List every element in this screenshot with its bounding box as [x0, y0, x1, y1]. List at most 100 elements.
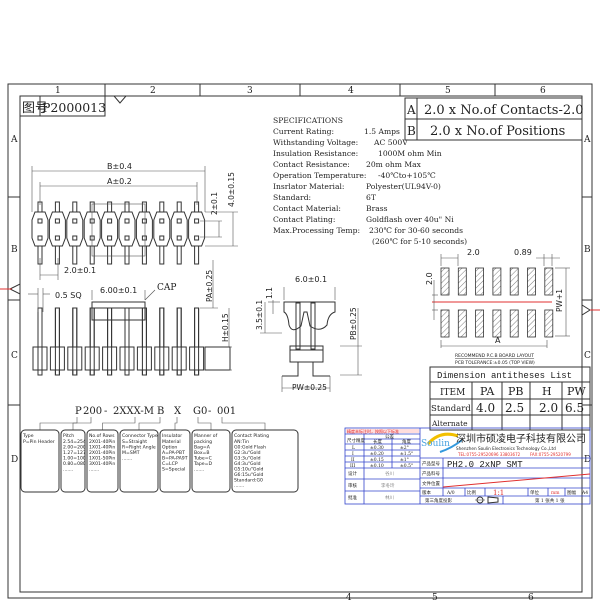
pcb-pad — [509, 309, 519, 338]
contact — [124, 235, 130, 241]
pin-outline — [194, 307, 200, 376]
drawing-number-label: 图号 — [22, 101, 48, 116]
specs-title: SPECIFICATIONS — [273, 116, 343, 125]
grid-row-label: C — [11, 351, 18, 361]
contact — [37, 235, 43, 241]
part-number-box — [159, 429, 191, 493]
contact — [37, 218, 43, 224]
pcb-dim-pad: 0.89 — [514, 248, 532, 257]
leader-line — [72, 417, 92, 430]
pin-housing — [84, 346, 100, 371]
part-number-option: 2X01-40Pin — [89, 439, 115, 445]
top-view: B±0.4 A±0.2 2.0±0.1 2±0.1 4.0±0.15 — [31, 162, 238, 280]
centering-mark-left — [8, 283, 21, 295]
logo-text: Soulin — [421, 439, 450, 449]
product-label: 产品型号 — [422, 460, 440, 467]
grid-col-label: 1 — [55, 86, 61, 96]
part-number-box-title: Connector Type — [122, 433, 158, 439]
pin-housing — [66, 211, 84, 247]
pin-housing — [49, 346, 65, 371]
pcb-pad — [544, 267, 554, 296]
spec-value: 1.5 Amps — [364, 127, 400, 136]
third-angle-projection-icon — [475, 496, 499, 504]
part-number-box-title: No.of Rows — [89, 433, 115, 439]
pin-housing — [118, 211, 136, 247]
dim-row-label: 2±0.1 — [210, 192, 219, 215]
grid-col-label: 3 — [247, 86, 253, 96]
part-number-segment: G0 — [193, 406, 207, 417]
contact — [159, 218, 165, 224]
part-number-option: G4:3u"Gold — [234, 461, 261, 467]
part-number-option: A=PA-PBT — [162, 450, 185, 456]
grid-row-label: D — [584, 455, 591, 465]
tolerance-cell: ±0.20 — [370, 451, 384, 457]
part-number-option: ....... — [63, 468, 73, 473]
pcb-pad — [509, 267, 519, 296]
grid-col-label: 4 — [348, 86, 354, 96]
spec-key: Contact Material: — [273, 204, 341, 213]
spec-key: Operation Temperature: — [273, 171, 366, 180]
contact — [159, 235, 165, 241]
product-name: PH2.0 2xNP SMT — [447, 460, 523, 470]
spec-value: Polyester(UL94V-0) — [366, 182, 441, 191]
title-block: 精度未标注时，按照以下标准 尺寸精度公差长度角度 L±0.30±2° I±0.2… — [344, 427, 591, 505]
part-number-option: 0.80=080 — [63, 461, 86, 467]
sign-label: 设计 — [348, 470, 357, 477]
part-number-option: Standard:G0 — [234, 478, 263, 484]
contact — [176, 235, 182, 241]
part-number-option: C=LCP — [162, 461, 178, 467]
grid-row-label: B — [11, 245, 18, 255]
tolerance-cell: ±0.5° — [400, 463, 413, 469]
spec-key: Standard: — [273, 193, 311, 202]
part-number-option: R=Right Angle — [122, 445, 156, 451]
company-tel: TEL:0755-29520696 33803672 — [457, 452, 521, 457]
grid-col-label: 2 — [150, 86, 156, 96]
part-number-segment: - — [208, 406, 211, 417]
spec-value: (260℃ for 5-10 seconds) — [372, 237, 467, 246]
part-number-option: M=SMT — [122, 450, 140, 456]
tolerance-cell: II — [351, 457, 355, 463]
pin-housing — [136, 346, 152, 371]
grid-col-label: 6 — [540, 86, 546, 96]
dim-11-label: 1.1 — [265, 287, 274, 299]
sign-label: 审核 — [348, 482, 357, 489]
tolerance-cell: ±1° — [400, 457, 409, 463]
pcb-pad — [475, 309, 485, 338]
part-number-option: 2X01-40Pin — [89, 450, 115, 456]
part-number-segment: X — [174, 406, 182, 417]
pcb-layout: 2.0 0.89 2.0 PW+1 A RECOMMEND P.C.B BOAR… — [425, 248, 570, 366]
dim-table-cell: 6.5 — [565, 401, 584, 415]
part-number-box — [191, 429, 231, 493]
pin-housing — [189, 346, 205, 371]
part-number-option: Option — [162, 445, 177, 451]
formula-key: A — [406, 103, 416, 117]
pcb-dim-pitch: 2.0 — [467, 248, 480, 257]
dim-table-header: H — [542, 385, 552, 398]
part-number-segment: 2XXX-M — [113, 406, 154, 417]
spec-key: Contact Plating: — [273, 215, 335, 224]
tolerance-cell: III — [350, 463, 356, 469]
pcb-pad — [440, 267, 450, 296]
spec-value: 1000M ohm Min — [378, 149, 442, 158]
part-number-option: G6:15u"Gold — [234, 472, 264, 478]
sign-label: 批准 — [348, 494, 357, 501]
grid-row-label: A — [10, 135, 18, 145]
dim-table-header: PW — [567, 385, 586, 398]
grid-row-label: A — [583, 135, 591, 145]
pcb-pad — [475, 267, 485, 296]
pin-housing — [188, 211, 206, 247]
pin-outline — [72, 307, 78, 376]
grid-col-label: 5 — [445, 86, 451, 96]
contact — [107, 218, 113, 224]
pin-outline — [159, 307, 165, 376]
formula-key: B — [407, 124, 416, 138]
contact — [176, 218, 182, 224]
centering-mark-top — [112, 95, 128, 104]
grid-row-label: B — [584, 245, 591, 255]
part-number-option: G3:3u"Gold — [234, 456, 261, 462]
pcb-tolerance: PCB TOLERANCE:±0.05 (TOP VIEW) — [455, 360, 535, 366]
sign-name: 林川 — [385, 494, 394, 501]
pin-housing — [101, 211, 119, 247]
